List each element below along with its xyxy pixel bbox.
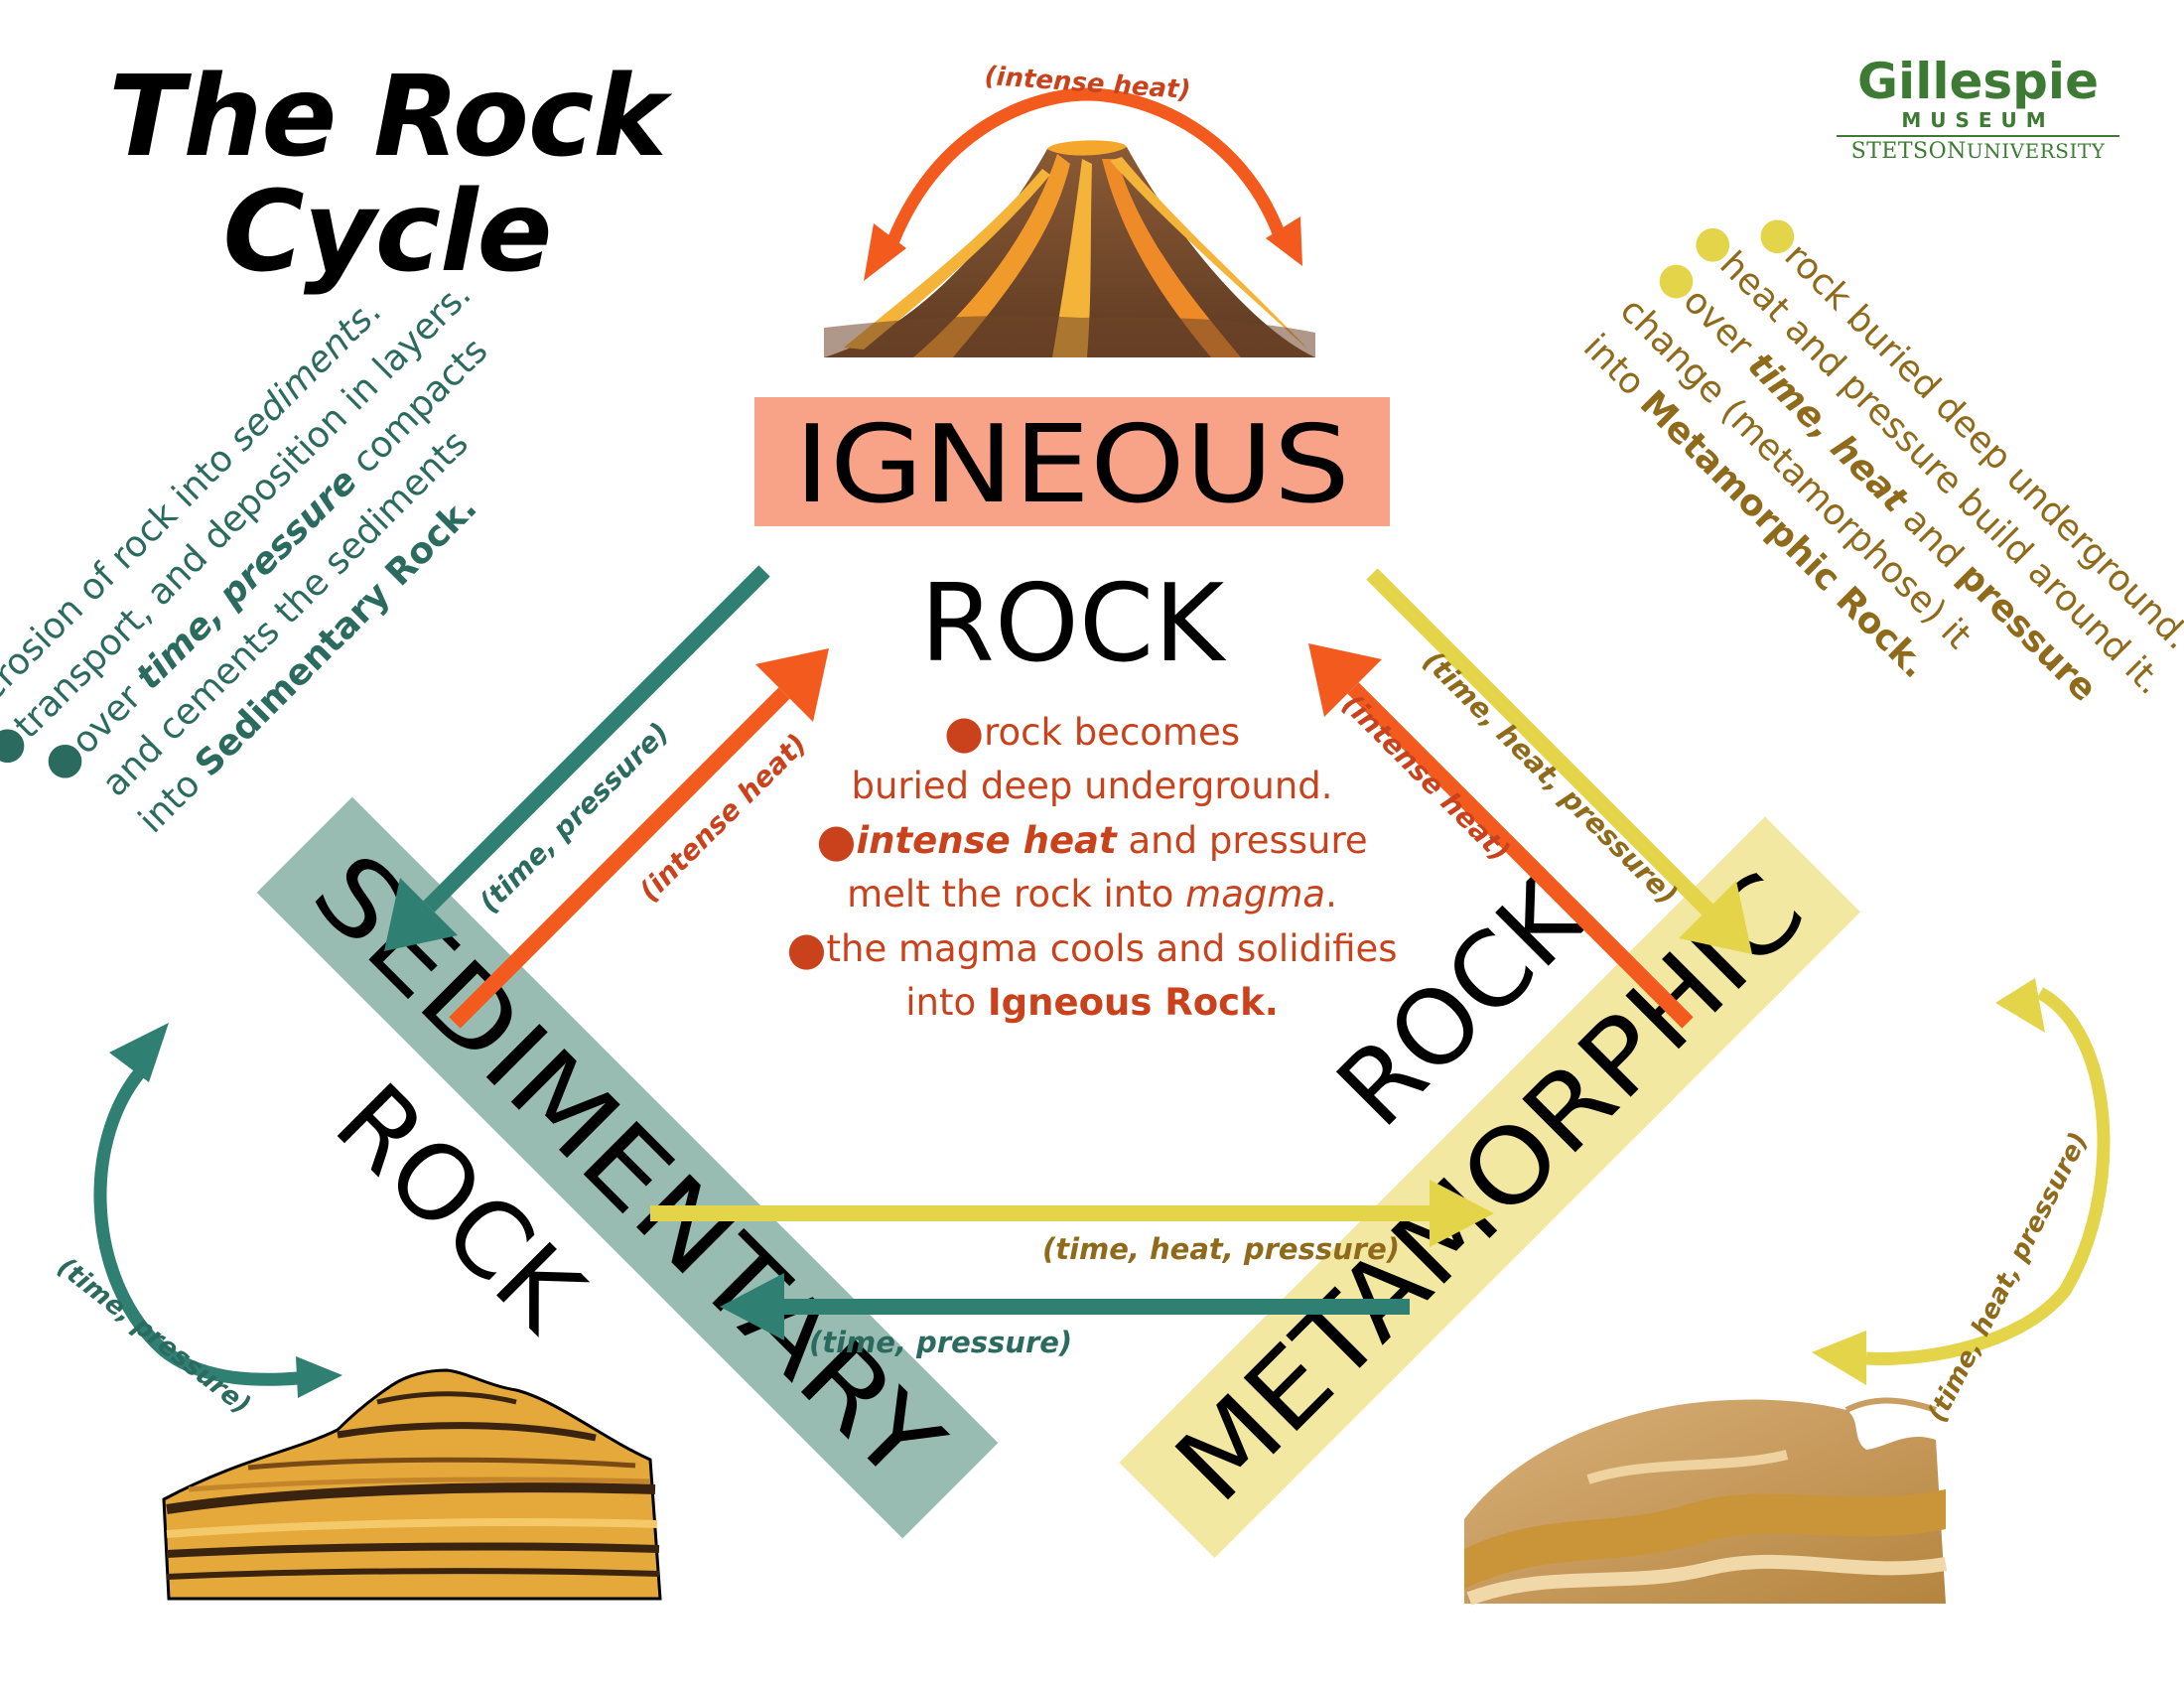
metamorphic-process-text: ●rock buried deep underground. ●heat and… — [1575, 203, 2184, 709]
gillespie-museum-logo: Gillespie MUSEUM STETSONUNIVERSITY — [1837, 55, 2119, 166]
volcano-illustration — [824, 140, 1315, 357]
logo-university-part1: STETSON — [1850, 139, 1967, 164]
left-line-2: ●transport, and deposition in layers. — [0, 268, 480, 774]
logo-university-part2: UNIVERSITY — [1966, 139, 2106, 163]
center-line-3: ●intense heat and pressure — [816, 813, 1368, 867]
sedimentary-cycle-label: (time, pressure) — [52, 1252, 256, 1421]
arrow-igneous-to-sedimentary — [384, 565, 770, 951]
center-line-1: ●rock becomes — [943, 705, 1241, 759]
arrow-sedimentary-to-igneous — [449, 648, 829, 1029]
igneous-cycle-arrow — [864, 87, 1302, 281]
arrow-sedimentary-to-metamorphic — [650, 1180, 1494, 1247]
metamorphic-cycle-arrow — [1812, 978, 2111, 1385]
label-metamorphic-to-sedimentary: (time, pressure) — [809, 1326, 1072, 1359]
label-sedimentary-to-metamorphic: (time, heat, pressure) — [1042, 1232, 1400, 1266]
bullet-icon: ● — [943, 705, 985, 759]
metamorphic-rock-illustration — [1464, 1397, 1948, 1606]
igneous-box — [754, 397, 1390, 526]
sedimentary-box — [256, 796, 999, 1539]
arrow-metamorphic-to-igneous — [1308, 643, 1694, 1029]
logo-museum: MUSEUM — [1901, 108, 2055, 132]
page-title: The Rock Cycle — [60, 60, 715, 290]
sedimentary-rock-illustration — [162, 1368, 662, 1601]
title-line-2: Cycle — [222, 168, 553, 297]
bullet-icon: ● — [786, 921, 827, 975]
center-line-6: into Igneous Rock. — [905, 981, 1279, 1024]
igneous-word: IGNEOUS — [794, 403, 1350, 527]
title-line-1: The Rock — [108, 53, 667, 182]
center-line-2: buried deep underground. — [851, 765, 1333, 807]
sedimentary-process-text: ●erosion of rock into sediments. ●transp… — [0, 268, 495, 841]
arrow-metamorphic-to-sedimentary — [720, 1273, 1410, 1340]
igneous-process-text: ●rock becomes buried deep underground. ●… — [735, 705, 1449, 1030]
bullet-icon: ● — [816, 813, 857, 867]
sedimentary-cycle-arrow — [93, 1023, 342, 1398]
logo-university: STETSONUNIVERSITY — [1837, 135, 2119, 166]
center-line-4: melt the rock into magma. — [847, 873, 1337, 915]
arrow-igneous-to-metamorphic — [1366, 568, 1752, 954]
logo-name: Gillespie — [1857, 53, 2099, 110]
center-line-5: ●the magma cools and solidifies — [786, 921, 1398, 975]
igneous-rock-word: ROCK — [920, 562, 1227, 686]
label-igneous-to-metamorphic: (time, heat, pressure) — [1417, 644, 1684, 912]
